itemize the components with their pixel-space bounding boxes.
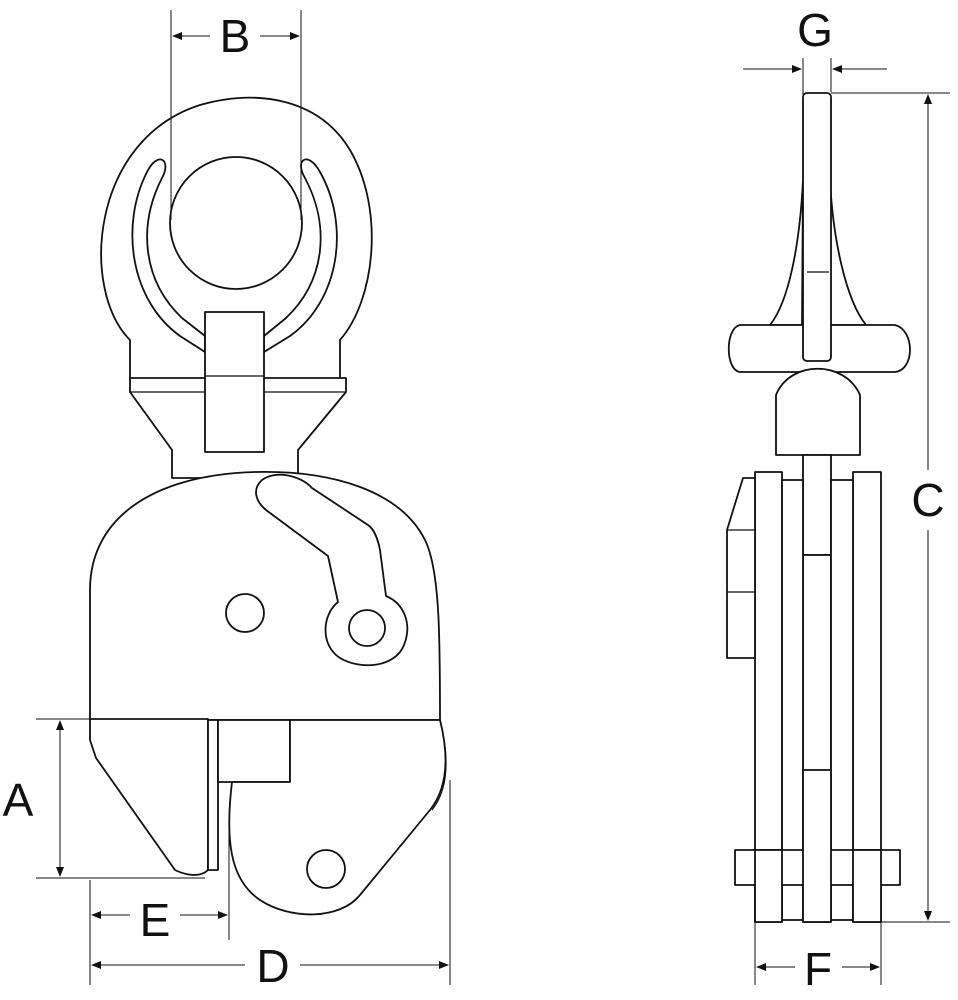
side-spacer-left	[781, 479, 804, 921]
label-e: E	[140, 894, 171, 946]
label-f: F	[804, 943, 832, 995]
side-view	[726, 92, 911, 923]
label-c: C	[911, 474, 944, 526]
side-spacer-right	[830, 479, 854, 921]
shackle-hole	[169, 156, 303, 290]
side-swivel-dome	[775, 367, 861, 456]
lever-pivot	[348, 609, 386, 647]
label-g: G	[797, 4, 833, 56]
shackle-slot-left	[131, 158, 206, 353]
dimension-labels: B A E D G C F	[3, 4, 945, 995]
shackle-slot-right	[263, 158, 338, 353]
front-view	[89, 96, 447, 916]
side-left-pad	[726, 477, 756, 659]
label-b: B	[220, 10, 251, 62]
link-block	[204, 311, 265, 453]
side-shackle-flare-right	[829, 179, 867, 326]
dimension-lines	[36, 10, 950, 985]
cam-block	[217, 719, 291, 783]
label-a: A	[3, 774, 34, 826]
jaw-pad	[207, 719, 219, 871]
cam-pin	[306, 849, 346, 889]
side-stem	[802, 454, 832, 556]
fixed-jaw	[89, 718, 209, 876]
body-pin	[225, 593, 265, 633]
side-shackle-flare	[769, 179, 804, 326]
side-shackle-plate	[802, 92, 832, 362]
label-d: D	[256, 940, 289, 992]
